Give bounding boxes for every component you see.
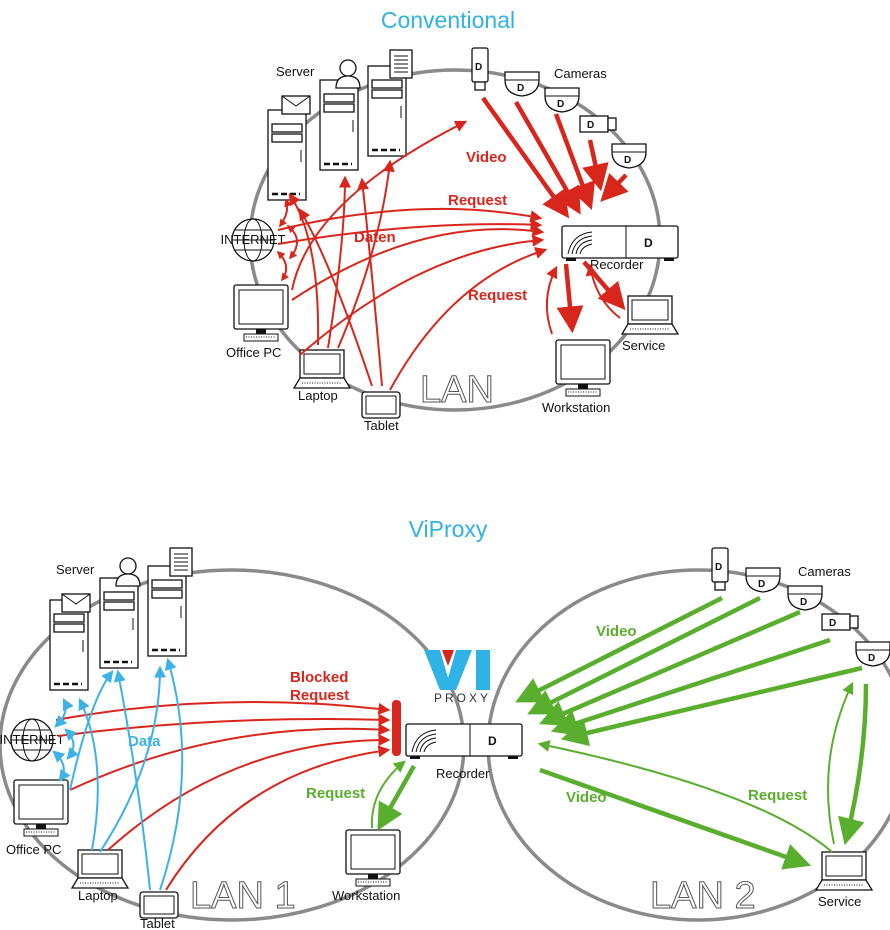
dome-camera-icon	[787, 585, 823, 611]
file-server-icon	[146, 564, 188, 658]
workstation-icon	[345, 829, 401, 887]
blocked-annotation-line1: Blocked	[290, 669, 348, 686]
person-icon	[335, 59, 361, 89]
service-request-arrow	[537, 740, 833, 853]
blocked-annotation-line2: Request	[290, 687, 349, 704]
workstation-icon	[555, 339, 611, 397]
request-annotation-bottom: Request	[468, 287, 527, 304]
envelope-icon	[281, 95, 311, 115]
blocked-request-arrows	[55, 701, 391, 891]
viproxy-logo: PROXY	[424, 650, 491, 705]
title-conventional: Conventional	[381, 7, 515, 33]
service-laptop-icon	[815, 851, 873, 891]
camera-to-service-arrow	[838, 683, 869, 846]
data-arrows	[52, 657, 184, 891]
user-server-icon	[98, 576, 140, 670]
office-pc-icon	[13, 779, 69, 837]
office-pc-label: Office PC	[226, 345, 281, 360]
service-label: Service	[622, 338, 665, 353]
service-request-arrow	[585, 263, 621, 319]
box-camera-icon	[579, 115, 617, 133]
workstation-request-arrow	[370, 760, 406, 829]
viproxy-logo-word: PROXY	[434, 691, 491, 705]
office-pc-icon	[233, 284, 289, 342]
daten-annotation: Daten	[354, 229, 396, 246]
title-viproxy: ViProxy	[409, 516, 488, 542]
workstation-label: Workstation	[332, 888, 400, 903]
service-label: Service	[818, 894, 861, 909]
service-to-camera-arrow	[827, 681, 854, 845]
dome-camera-icon	[611, 143, 647, 169]
file-server-icon	[366, 64, 408, 158]
video-annotation-bottom: Video	[566, 789, 607, 806]
dome-camera-icon	[544, 87, 580, 113]
cameras-label: Cameras	[554, 66, 607, 81]
video-annotation-top: Video	[596, 623, 637, 640]
recorder-icon	[561, 225, 679, 262]
mail-server-icon	[266, 108, 308, 202]
internet-label: INTERNET	[221, 232, 286, 247]
bullet-camera-icon	[711, 547, 729, 591]
recorder-to-workstation-arrow	[377, 764, 416, 831]
lan2-label: LAN 2	[650, 875, 756, 917]
server-label: Server	[276, 64, 315, 79]
lan-label: LAN	[420, 369, 494, 411]
recorder-to-workstation-arrow	[556, 263, 584, 334]
lan-traffic-arrows	[276, 120, 548, 391]
internet-label: INTERNET	[0, 732, 65, 747]
data-annotation: Data	[128, 733, 161, 750]
dome-camera-icon	[745, 567, 781, 593]
lan1-label: LAN 1	[190, 875, 296, 917]
laptop-label: Laptop	[298, 388, 338, 403]
laptop-label: Laptop	[78, 888, 118, 903]
laptop-icon	[71, 849, 129, 889]
tablet-label: Tablet	[140, 916, 175, 930]
user-server-icon	[318, 78, 360, 172]
server-label: Server	[56, 562, 95, 577]
recorder-label: Recorder	[436, 766, 490, 781]
laptop-icon	[293, 349, 351, 389]
recorder-to-service-arrow	[539, 767, 812, 870]
person-icon	[115, 557, 141, 587]
document-icon	[169, 547, 193, 577]
request-annotation-lan1: Request	[306, 785, 365, 802]
recorder-label: Recorder	[590, 257, 644, 272]
tablet-icon	[139, 891, 179, 919]
server-group: Server	[266, 49, 413, 202]
document-icon	[389, 49, 413, 79]
office-pc-label: Office PC	[6, 842, 61, 857]
workstation-label: Workstation	[542, 400, 610, 415]
mail-server-icon	[48, 598, 90, 692]
request-annotation-top: Request	[448, 192, 507, 209]
recorder-icon	[405, 723, 523, 760]
cameras-label: Cameras	[798, 564, 851, 579]
video-annotation: Video	[466, 149, 507, 166]
box-camera-icon	[821, 613, 859, 631]
tablet-icon	[361, 391, 401, 419]
tablet-label: Tablet	[364, 418, 399, 433]
server-group-lan1: Server	[48, 547, 193, 692]
blocked-barrier	[392, 700, 401, 756]
request-annotation-lan2: Request	[748, 787, 807, 804]
dome-camera-icon	[504, 71, 540, 97]
dome-camera-icon	[855, 641, 890, 667]
service-laptop-icon	[621, 295, 679, 335]
video-arrows-lan2	[515, 595, 863, 747]
bullet-camera-icon	[471, 47, 489, 91]
video-arrows	[481, 96, 629, 219]
envelope-icon	[61, 593, 91, 613]
workstation-request-arrow	[545, 265, 558, 335]
